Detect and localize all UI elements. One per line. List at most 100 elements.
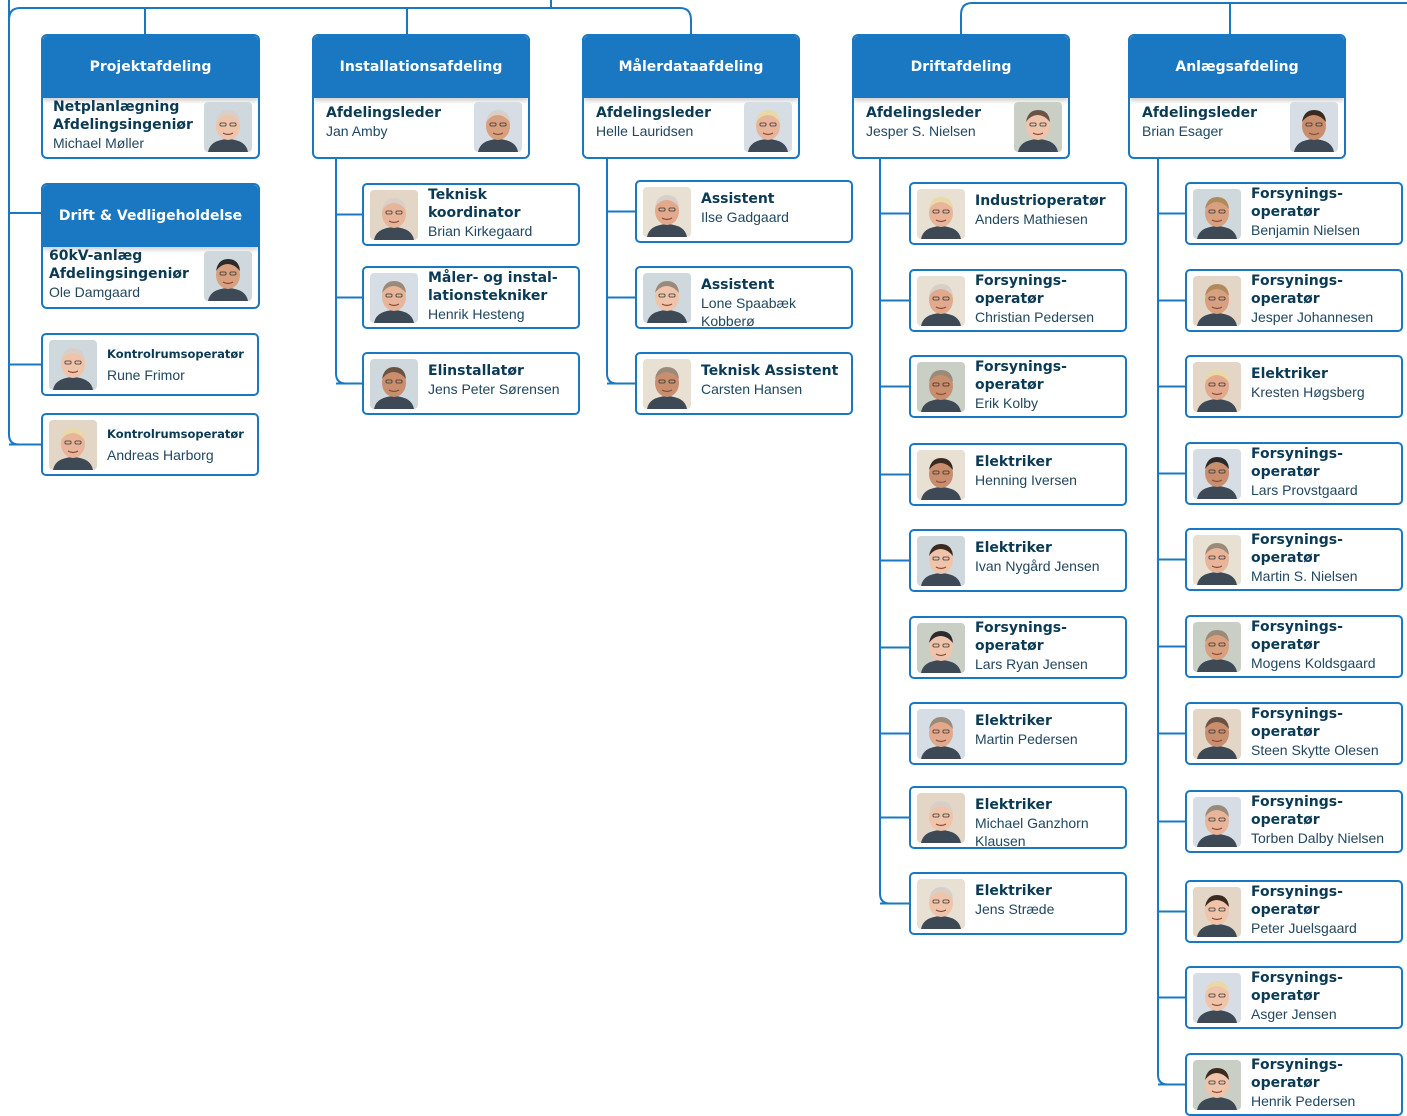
staff-name: Martin Pedersen [975,731,1078,747]
staff-role: Assistent [701,277,775,293]
staff-role: Elektriker [975,713,1052,729]
person-photo [917,879,965,929]
staff-role: Elektriker [975,883,1052,899]
staff-role: Elektriker [975,454,1052,470]
staff-name: Asger Jensen [1251,1006,1337,1022]
staff-name: Brian Kirkegaard [428,223,533,239]
staff-role: Forsynings- [1251,273,1343,289]
staff-role: Måler- og instal- [428,270,558,286]
lead-name: Michael Møller [53,135,145,151]
lead-name: Jan Amby [326,123,388,139]
staff-role: Forsynings- [1251,619,1343,635]
staff-role: Forsynings- [1251,446,1343,462]
staff-name: Lars Provstgaard [1251,482,1358,498]
staff-role: Kontrolrumsoperatør [107,347,244,361]
staff-role: operatør [975,638,1044,654]
staff-role: Teknisk Assistent [701,363,839,379]
staff-role: operatør [975,377,1044,393]
person-photo [643,359,691,409]
staff-role: Forsynings- [1251,794,1343,810]
staff-role: operatør [1251,1075,1320,1091]
staff-name: Lone Spaabæk Kobberø [701,295,796,329]
lead-name: Helle Lauridsen [596,123,694,139]
staff-role: operatør [1251,637,1320,653]
staff-role: Elektriker [975,797,1052,813]
person-photo [49,420,97,470]
staff-name: Henning Iversen [975,472,1077,488]
person-photo [1193,276,1241,326]
staff-role: Kontrolrumsoperatør [107,427,244,441]
staff-role: Forsynings- [1251,1057,1343,1073]
lead-role: Afdelingsleder [596,105,712,121]
person-photo [204,251,252,301]
person-photo [1193,887,1241,937]
person-photo [917,536,965,586]
top-bar-right [960,1,1407,34]
person-photo [370,273,418,323]
person-photo [1193,189,1241,239]
person-photo [917,709,965,759]
staff-role: Forsynings- [975,273,1067,289]
staff-role: Forsynings- [1251,970,1343,986]
person-photo [1193,1060,1241,1110]
lead-name: Ole Damgaard [49,284,141,300]
lead-name: Brian Esager [1142,123,1223,139]
person-photo [1014,102,1062,152]
staff-name: Peter Juelsgaard [1251,920,1357,936]
trunk-line [879,159,891,905]
trunk-line [335,159,347,385]
staff-name: Mogens Koldsgaard [1251,655,1376,671]
staff-role: Forsynings- [1251,186,1343,202]
person-photo [1193,622,1241,672]
staff-role: operatør [1251,988,1320,1004]
staff-name: Henrik Pedersen [1251,1093,1356,1109]
lead-name: Jesper S. Nielsen [866,123,976,139]
staff-role: operatør [1251,464,1320,480]
staff-name: Christian Pedersen [975,309,1095,325]
staff-role: operatør [975,291,1044,307]
staff-role: Forsynings- [1251,706,1343,722]
department-title: Driftafdeling [854,36,1068,98]
staff-name: Carsten Hansen [701,381,803,397]
top-left-connector [8,7,41,214]
person-photo [1193,709,1241,759]
staff-name: Ivan Nygård Jensen [975,558,1100,574]
lead-role: 60kV-anlæg [49,248,143,264]
staff-name: Erik Kolby [975,395,1039,411]
person-photo [204,102,252,152]
department-title: Projektafdeling [43,36,258,98]
